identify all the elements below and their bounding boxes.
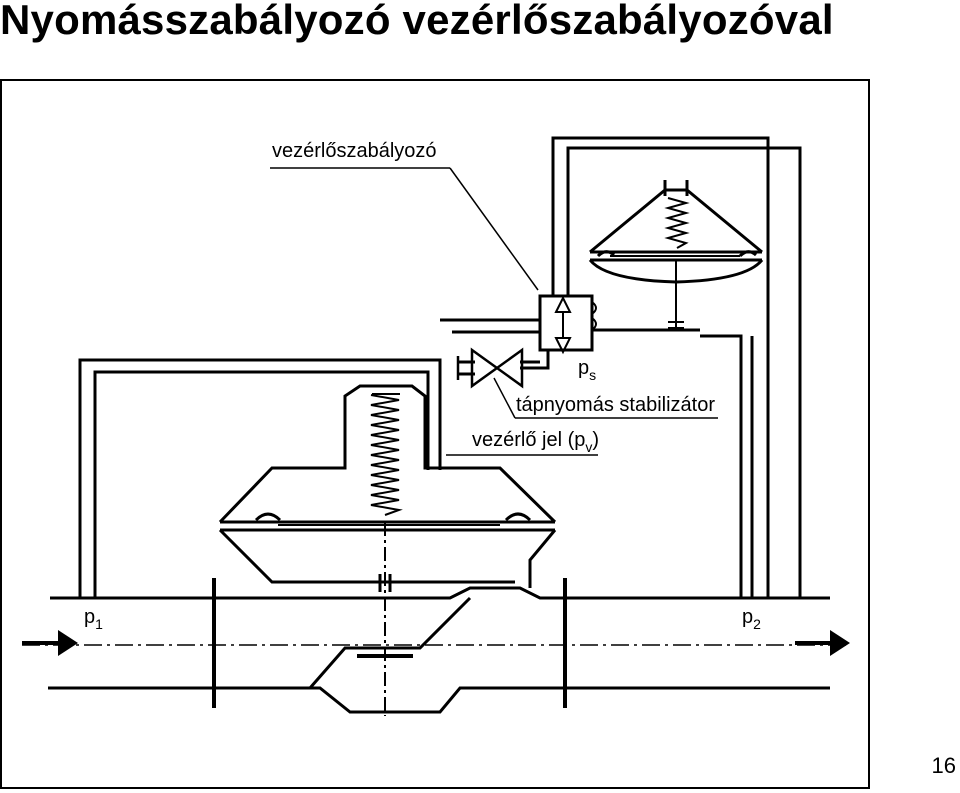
control-lines: [78, 136, 802, 598]
slide-title: Nyomásszabályozó vezérlőszabályozóval: [0, 0, 834, 43]
label-supply-stabilizer: tápnyomás stabilizátor: [516, 394, 715, 416]
inlet-flow-arrow: [22, 630, 78, 656]
leader-lines: [270, 167, 718, 456]
main-pipe: [22, 586, 850, 714]
pilot-valve-body: [538, 294, 597, 355]
diagram-frame: [0, 79, 870, 789]
pilot-stem-bushing: [668, 321, 684, 329]
label-control-signal: vezérlő jel (pv): [472, 429, 599, 455]
main-spring: [370, 394, 403, 516]
label-ps: ps: [578, 357, 596, 383]
main-actuator-housing: [218, 384, 557, 588]
label-p2: p2: [742, 606, 761, 632]
page-number: 16: [931, 753, 956, 778]
label-pilot-regulator: vezérlőszabályozó: [272, 140, 437, 162]
supply-stabilizer-valve: [456, 347, 524, 389]
label-p1: p1: [84, 606, 103, 632]
outlet-flow-arrow: [795, 630, 850, 656]
pilot-spring: [664, 197, 690, 249]
